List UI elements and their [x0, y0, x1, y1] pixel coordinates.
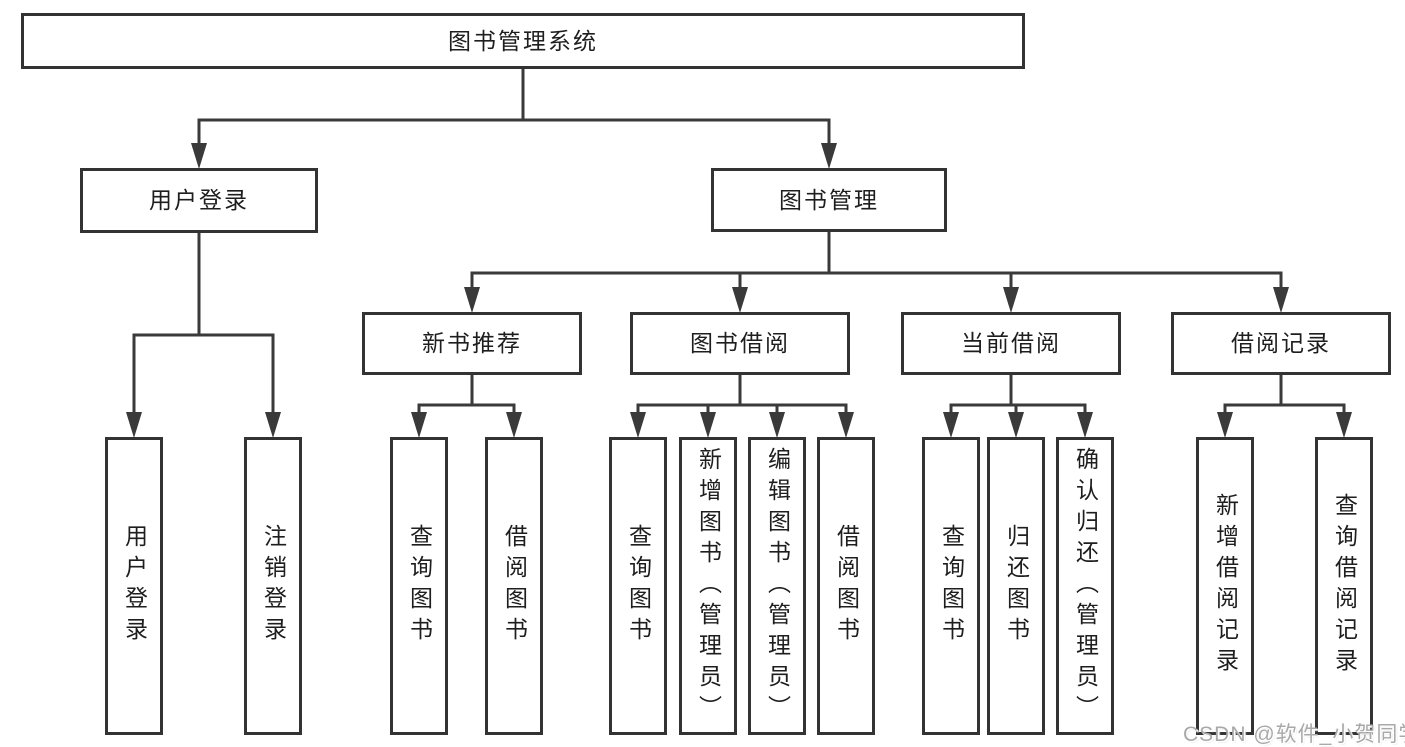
node-borrow-records: 借阅记录 — [1171, 312, 1391, 375]
arrowhead-icon — [1003, 287, 1019, 313]
arrowhead-icon — [265, 412, 281, 438]
node-bb-add-book: 新增图书（管理员） — [679, 437, 737, 735]
node-logout: 注销登录 — [244, 437, 302, 735]
arrowhead-icon — [821, 143, 837, 169]
node-br-add-record: 新增借阅记录 — [1196, 437, 1254, 735]
node-label-borrow-records: 借阅记录 — [1231, 330, 1331, 356]
arrowhead-icon — [943, 412, 959, 438]
node-label-current-borrow: 当前借阅 — [961, 330, 1061, 356]
arrowhead-icon — [1217, 412, 1233, 438]
node-label-br-query-record: 查询借阅记录 — [1331, 493, 1358, 679]
node-bb-query-book: 查询图书 — [609, 437, 667, 735]
node-label-user-login: 用户登录 — [149, 187, 249, 213]
node-book-borrow: 图书借阅 — [630, 312, 850, 375]
node-label-logout: 注销登录 — [260, 524, 287, 648]
node-root: 图书管理系统 — [21, 13, 1025, 69]
node-label-root: 图书管理系统 — [448, 27, 598, 54]
node-rec-borrow-book: 借阅图书 — [485, 437, 543, 735]
arrowhead-icon — [126, 412, 142, 438]
node-label-bb-query-book: 查询图书 — [625, 524, 652, 648]
node-label-rec-borrow-book: 借阅图书 — [501, 524, 528, 648]
node-br-query-record: 查询借阅记录 — [1315, 437, 1373, 735]
node-rec-query-book: 查询图书 — [390, 437, 448, 735]
arrowhead-icon — [700, 412, 716, 438]
node-cb-confirm-return: 确认归还（管理员） — [1056, 437, 1114, 735]
node-label-book-borrow: 图书借阅 — [690, 330, 790, 356]
node-bb-borrow-book: 借阅图书 — [817, 437, 875, 735]
node-new-book-rec: 新书推荐 — [362, 312, 582, 375]
watermark-text: CSDN @软件_小贺同学 — [1183, 723, 1405, 746]
node-bb-edit-book: 编辑图书（管理员） — [748, 437, 806, 735]
arrowhead-icon — [411, 412, 427, 438]
arrowhead-icon — [506, 412, 522, 438]
arrowhead-icon — [732, 287, 748, 313]
node-login: 用户登录 — [105, 437, 163, 735]
node-user-login: 用户登录 — [80, 168, 318, 233]
node-label-book-mgmt: 图书管理 — [779, 186, 879, 213]
arrowhead-icon — [191, 143, 207, 169]
node-label-cb-return-book: 归还图书 — [1003, 524, 1030, 648]
node-cb-query-book: 查询图书 — [922, 437, 980, 735]
arrowhead-icon — [838, 412, 854, 438]
arrowhead-icon — [1273, 287, 1289, 313]
node-label-login: 用户登录 — [121, 524, 148, 648]
node-current-borrow: 当前借阅 — [901, 312, 1121, 375]
arrowhead-icon — [630, 412, 646, 438]
arrowhead-icon — [1077, 412, 1093, 438]
node-label-cb-confirm-return: 确认归还（管理员） — [1072, 446, 1099, 726]
arrowhead-icon — [464, 287, 480, 313]
node-label-new-book-rec: 新书推荐 — [422, 330, 522, 356]
node-label-bb-edit-book: 编辑图书（管理员） — [764, 446, 791, 726]
arrowhead-icon — [769, 412, 785, 438]
arrowhead-icon — [1336, 412, 1352, 438]
node-label-cb-query-book: 查询图书 — [938, 524, 965, 648]
node-label-bb-borrow-book: 借阅图书 — [833, 524, 860, 648]
node-label-br-add-record: 新增借阅记录 — [1212, 493, 1239, 679]
node-label-rec-query-book: 查询图书 — [406, 524, 433, 648]
arrowhead-icon — [1008, 412, 1024, 438]
node-cb-return-book: 归还图书 — [987, 437, 1045, 735]
node-label-bb-add-book: 新增图书（管理员） — [695, 446, 722, 726]
node-book-mgmt: 图书管理 — [711, 168, 947, 232]
